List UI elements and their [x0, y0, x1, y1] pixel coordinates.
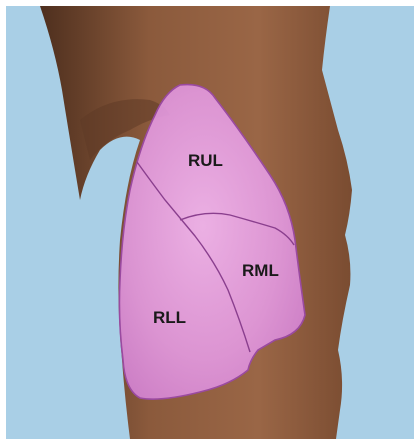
label-rul: RUL — [188, 151, 223, 170]
label-rml: RML — [242, 261, 279, 280]
label-rll: RLL — [153, 308, 186, 327]
